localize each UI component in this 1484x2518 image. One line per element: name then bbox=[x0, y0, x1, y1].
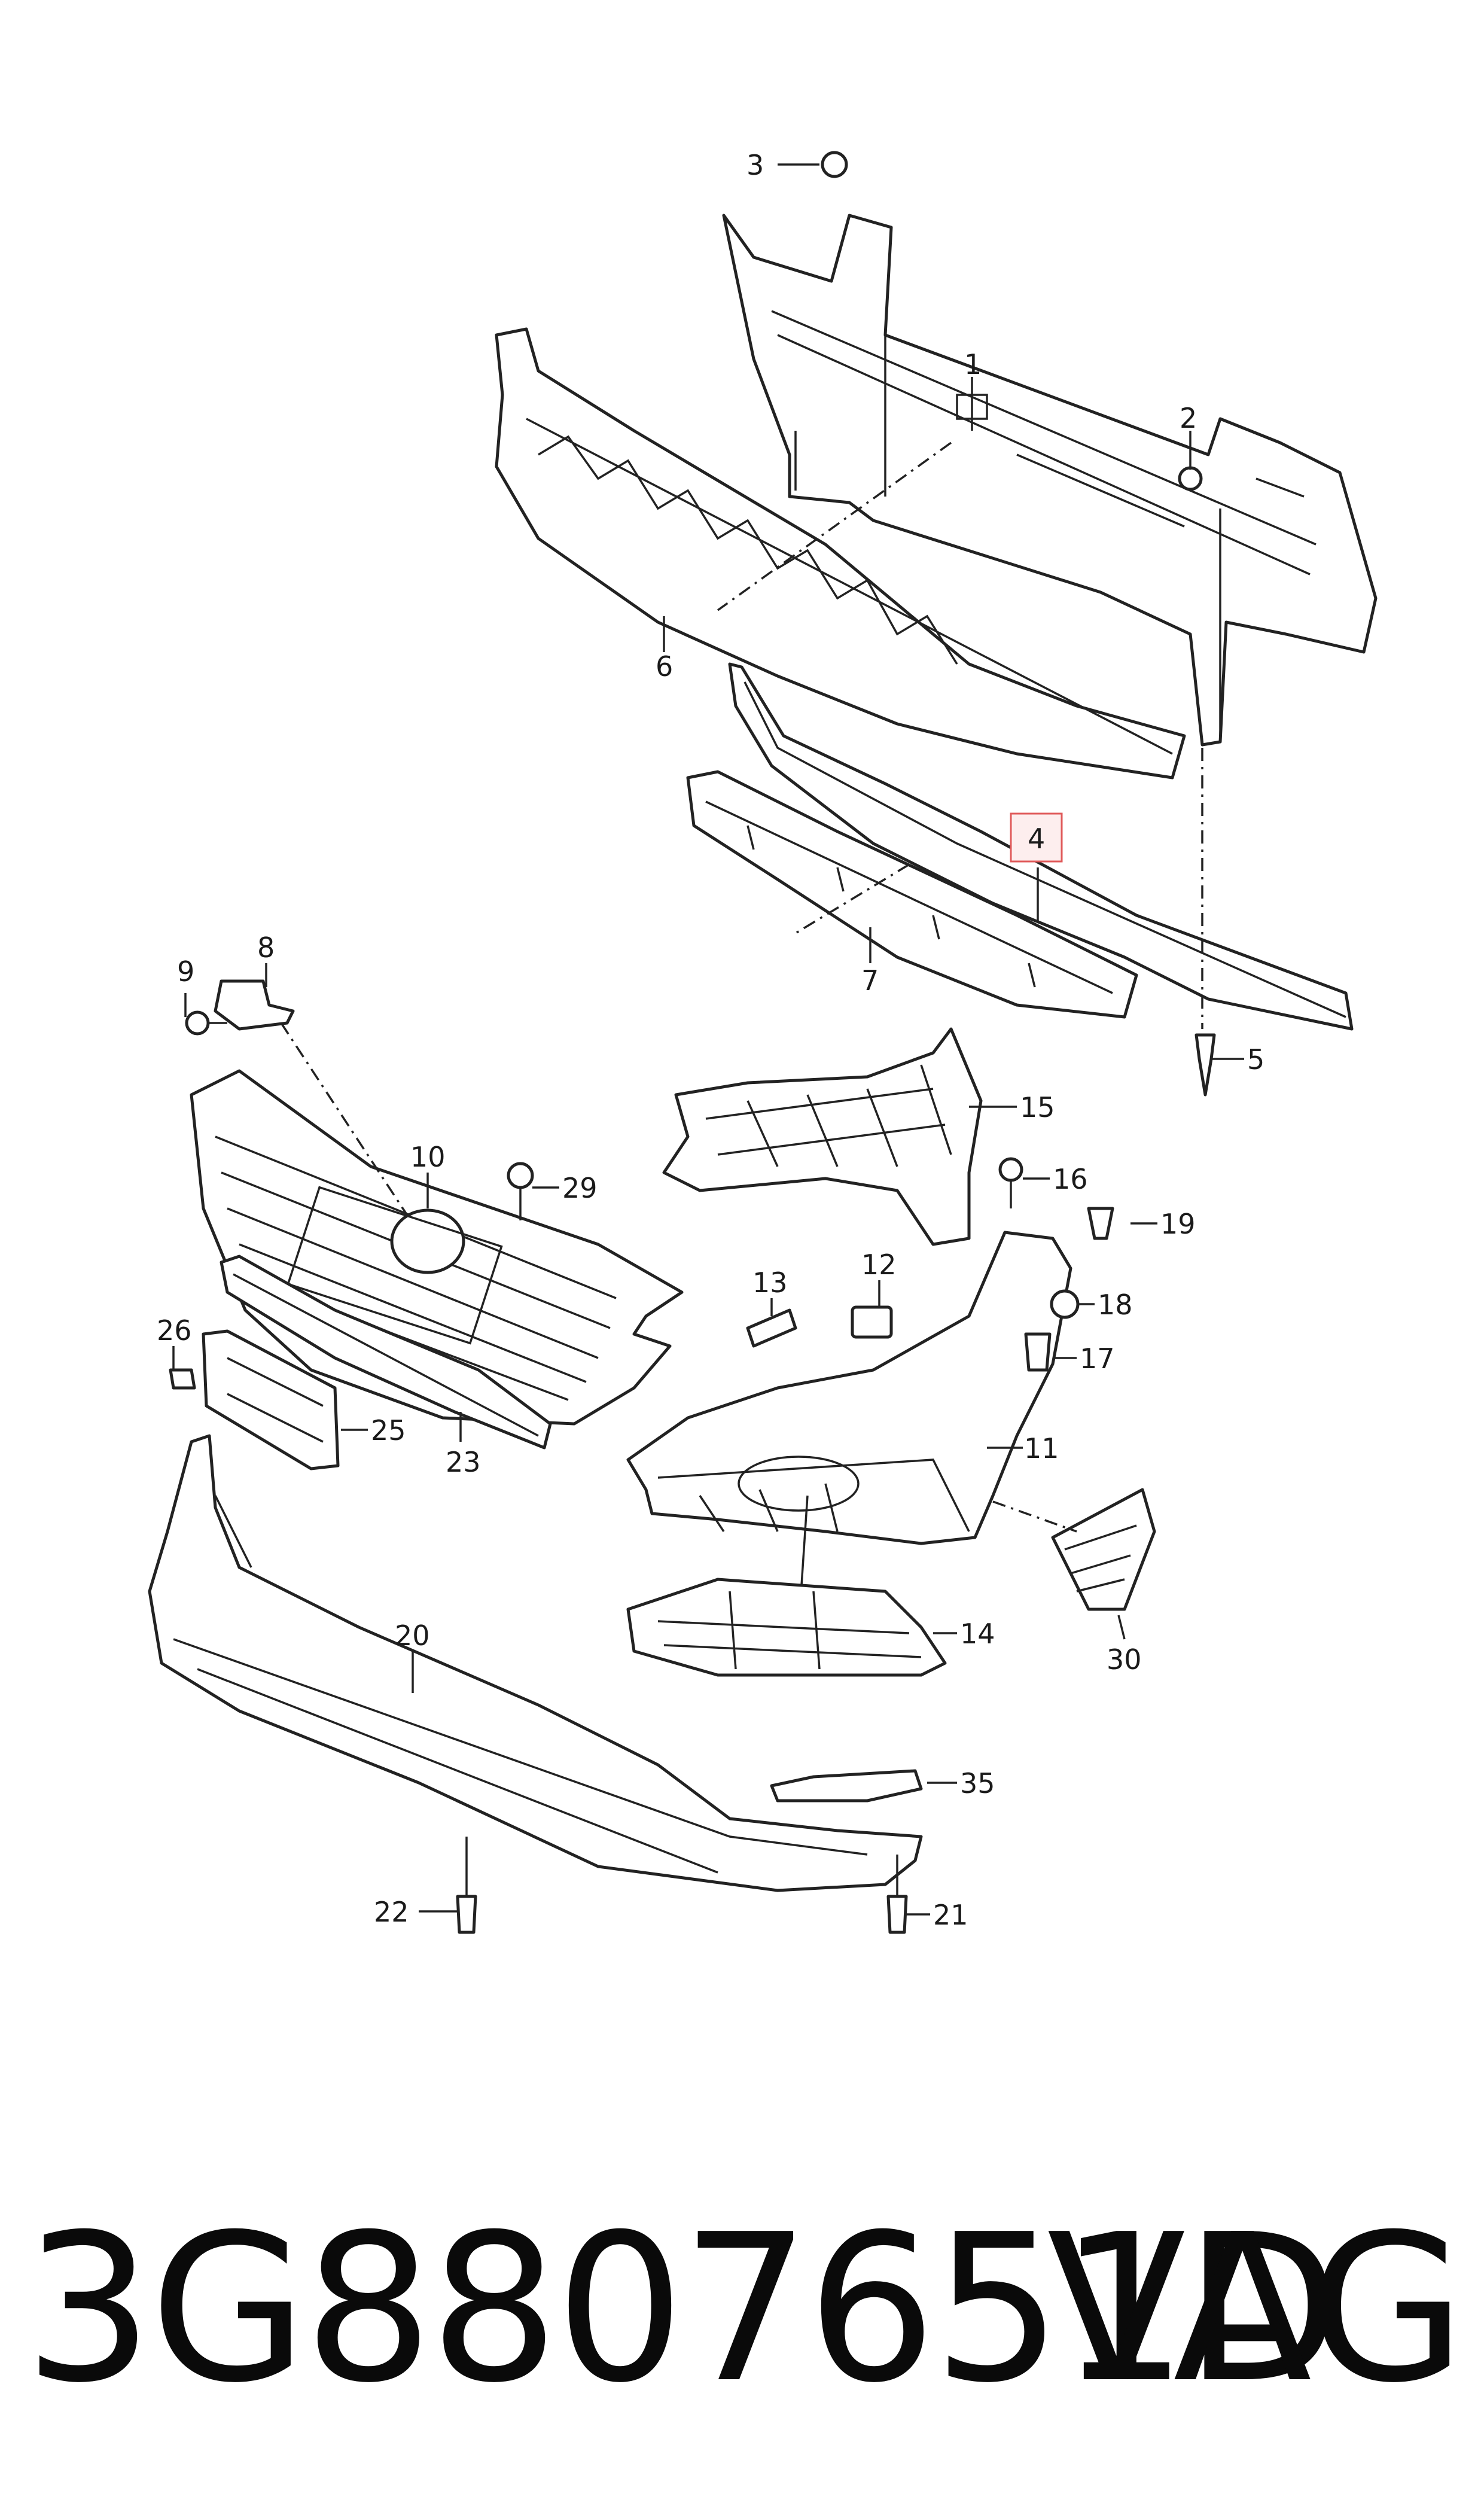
part-20-lower-spoiler bbox=[148, 1434, 923, 1892]
callout-15: 15 bbox=[1020, 1091, 1055, 1123]
part-14-fog-grille bbox=[626, 1578, 947, 1677]
fasteners bbox=[456, 151, 1216, 1934]
callout-26: 26 bbox=[157, 1314, 192, 1347]
callout-5: 5 bbox=[1247, 1043, 1264, 1076]
part-7-lower-absorber bbox=[686, 770, 1138, 1019]
brand-label: VAG bbox=[1047, 2191, 1466, 2428]
callout-35: 35 bbox=[960, 1767, 995, 1800]
callout-17: 17 bbox=[1080, 1342, 1115, 1375]
callout-6: 6 bbox=[656, 650, 673, 683]
part-30-mesh-insert bbox=[1051, 1488, 1156, 1611]
part-23-grille-strip bbox=[220, 1255, 552, 1450]
exploded-parts-diagram: 1 2 3 4 5 6 7 8 9 10 11 12 13 14 15 16 1… bbox=[148, 149, 1378, 1934]
highlight-box bbox=[1010, 812, 1063, 863]
footer: 3G8807651D VAG bbox=[0, 2202, 1484, 2417]
callout-9: 9 bbox=[177, 955, 194, 988]
callout-3: 3 bbox=[746, 149, 764, 181]
part-6-energy-absorber bbox=[495, 327, 1186, 780]
part-13-clip bbox=[746, 1308, 797, 1348]
callout-21: 21 bbox=[933, 1899, 968, 1931]
part-35-trim bbox=[770, 1769, 923, 1803]
callout-1: 1 bbox=[964, 348, 982, 380]
part-9-screw bbox=[185, 1010, 227, 1036]
callout-11: 11 bbox=[1024, 1432, 1059, 1464]
part-8-grille-bracket bbox=[214, 979, 295, 1031]
callout-13: 13 bbox=[752, 1266, 788, 1299]
callout-12: 12 bbox=[861, 1249, 897, 1281]
callout-19: 19 bbox=[1160, 1208, 1196, 1240]
callout-23: 23 bbox=[446, 1446, 481, 1478]
part-11-bumper-cover bbox=[626, 1231, 1072, 1545]
callout-20: 20 bbox=[395, 1619, 430, 1652]
callout-30: 30 bbox=[1107, 1643, 1142, 1676]
part-12-clip bbox=[851, 1305, 893, 1339]
callout-2: 2 bbox=[1180, 402, 1197, 434]
part-26-clip bbox=[169, 1368, 196, 1390]
part-25-plate-bracket bbox=[202, 1329, 340, 1470]
callout-14: 14 bbox=[960, 1618, 995, 1650]
callout-22: 22 bbox=[374, 1896, 409, 1928]
callout-18: 18 bbox=[1098, 1289, 1133, 1321]
callout-29: 29 bbox=[562, 1172, 598, 1204]
part-1-bumper-carrier bbox=[722, 214, 1378, 747]
callout-16: 16 bbox=[1053, 1163, 1088, 1195]
part-4-trim-strip bbox=[728, 662, 1354, 1031]
callout-labels: 1 2 3 4 5 6 7 8 9 10 11 12 13 14 15 16 1… bbox=[157, 149, 1264, 1931]
assembly-lines bbox=[280, 442, 1203, 1533]
leader-lines bbox=[172, 163, 1244, 1916]
part-number: 3G8807651D bbox=[24, 2191, 1341, 2428]
callout-7: 7 bbox=[861, 964, 879, 997]
callout-10: 10 bbox=[410, 1141, 446, 1173]
callout-25: 25 bbox=[371, 1414, 406, 1447]
callout-4: 4 bbox=[1028, 823, 1045, 855]
callout-8: 8 bbox=[257, 931, 275, 964]
part-15-bracket bbox=[662, 1027, 983, 1246]
